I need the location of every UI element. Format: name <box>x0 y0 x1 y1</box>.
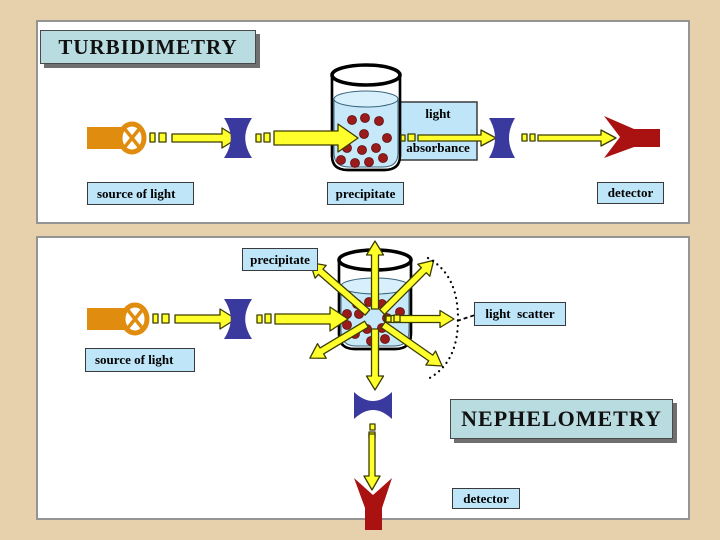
scatter-arrow-down <box>365 328 385 391</box>
detector-label: detector <box>452 488 520 509</box>
light-scatter-label: light scatter <box>474 302 566 326</box>
lamp-icon <box>87 302 150 336</box>
scatter-arrow-lower-left <box>309 320 369 359</box>
scatter-arrow-upper-left <box>309 261 371 316</box>
light-beam-arrow <box>274 306 349 332</box>
nephelometry-diagram <box>87 240 476 530</box>
light-beam-arrow <box>171 127 239 149</box>
light-beam-arrow <box>537 129 617 147</box>
detector-icon <box>604 116 660 158</box>
scatter-arrows <box>309 240 455 391</box>
lens-icon <box>224 299 252 339</box>
turbidimetry-title: TURBIDIMETRY <box>40 30 256 64</box>
beam-dash <box>369 423 376 431</box>
precipitate-particles <box>336 113 392 168</box>
beam-dash <box>393 314 401 323</box>
source-of-light-label: source of light <box>85 348 195 372</box>
precipitate-label: precipitate <box>327 182 404 205</box>
absorbance-text-line2: absorbance <box>406 140 470 155</box>
turbidimetry-diagram <box>87 63 660 172</box>
beam-dash <box>407 133 416 142</box>
lens-icon <box>354 392 392 419</box>
source-of-light-label: source of light <box>87 182 194 205</box>
detector-icon <box>354 478 392 530</box>
beam-dash <box>152 313 159 324</box>
lamp-icon <box>87 121 147 155</box>
absorbance-text-line1: light <box>425 106 451 121</box>
beam-dash <box>521 133 528 142</box>
nephelometry-title: NEPHELOMETRY <box>450 399 673 439</box>
scatter-arrow-lower-right <box>380 321 443 367</box>
beam-dash <box>264 313 272 324</box>
lens-icon <box>489 118 515 158</box>
scatter-arrow-up <box>365 240 385 310</box>
light-absorbance-box <box>396 101 478 161</box>
beaker-mouth <box>330 63 402 87</box>
turbidimetry-panel: TURBIDIMETRY light absorbance source of … <box>36 20 690 224</box>
precipitate-label: precipitate <box>242 248 318 271</box>
liquid-surface <box>333 90 399 108</box>
dotted-bracket <box>424 256 460 382</box>
beam-dash <box>529 133 536 142</box>
detector-label: detector <box>597 182 664 204</box>
beam-dash <box>149 132 156 143</box>
light-beam-arrow <box>417 129 497 147</box>
scatter-arrow-upper-right <box>378 259 435 316</box>
light-beam-arrow <box>174 308 237 330</box>
beam-dash <box>263 132 271 143</box>
beaker-wall <box>330 75 402 172</box>
beaker-icon <box>330 63 402 172</box>
beam-dash <box>385 315 392 323</box>
beam-dash <box>400 134 406 142</box>
light-beam-arrow <box>273 123 359 153</box>
beam-dash <box>161 313 170 324</box>
beam-dash <box>255 133 262 143</box>
light-beam-arrow <box>363 433 381 491</box>
beam-dash <box>256 314 263 324</box>
nephelometry-panel: precipitate source of light light scatte… <box>36 236 690 530</box>
lens-icon <box>224 118 252 158</box>
label-pointer-line <box>456 314 476 322</box>
beam-dash <box>158 132 167 143</box>
